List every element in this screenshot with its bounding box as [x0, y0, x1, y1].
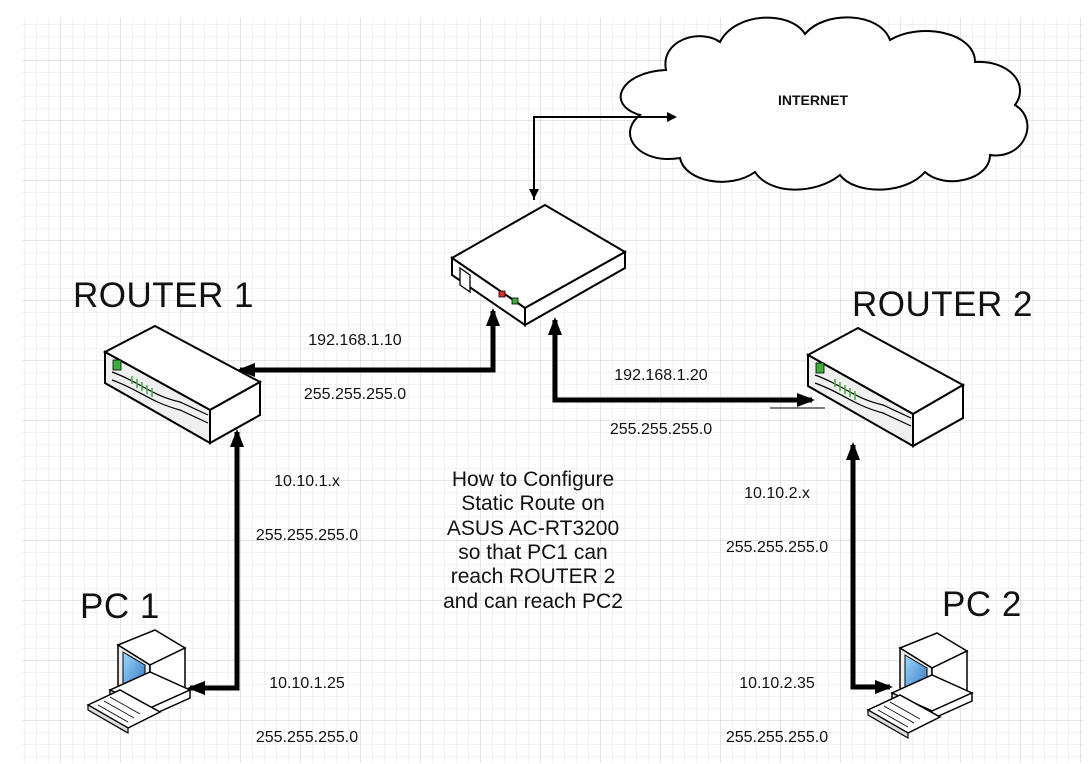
router2-wan-mask: 255.255.255.0	[609, 420, 713, 438]
link-modem-router2	[548, 317, 825, 409]
internet-label: INTERNET	[778, 92, 848, 108]
router1-wan-ip: 192.168.1.10	[308, 331, 402, 349]
router1-lan-address: 10.10.1.x 255.255.255.0	[242, 437, 372, 562]
pc2-mask: 255.255.255.0	[725, 728, 829, 746]
router2-lan-ip: 10.10.2.x	[744, 484, 810, 502]
router1-wan-address: 192.168.1.10 255.255.255.0	[290, 296, 420, 421]
router1-label: ROUTER 1	[73, 276, 254, 315]
link-router2-pc2	[846, 442, 893, 694]
diagram-caption: How to Configure Static Route on ASUS AC…	[443, 468, 623, 613]
router1-lan-mask: 255.255.255.0	[255, 526, 359, 544]
router2-wan-ip: 192.168.1.20	[614, 366, 708, 384]
router2-lan-mask: 255.255.255.0	[725, 538, 829, 556]
router2-lan-address: 10.10.2.x 255.255.255.0	[712, 449, 842, 574]
modem-icon	[450, 203, 628, 327]
pc1-mask: 255.255.255.0	[255, 728, 359, 746]
router-icon	[805, 326, 966, 448]
pc2-address: 10.10.2.35 255.255.255.0	[712, 639, 842, 764]
pc1-address: 10.10.1.25 255.255.255.0	[242, 639, 372, 764]
link-modem-router1	[237, 308, 500, 377]
cloud-icon	[619, 16, 1029, 191]
pc1-label: PC 1	[80, 587, 160, 626]
router2-wan-address: 192.168.1.20 255.255.255.0	[596, 331, 726, 456]
pc1-ip: 10.10.1.25	[269, 674, 345, 692]
router1-wan-mask: 255.255.255.0	[303, 385, 407, 403]
desktop-pc-icon	[86, 629, 192, 735]
router-icon	[102, 324, 263, 445]
desktop-pc-icon	[866, 632, 974, 740]
router1-lan-ip: 10.10.1.x	[274, 472, 340, 490]
link-router1-pc1	[187, 429, 244, 695]
pc2-ip: 10.10.2.35	[739, 674, 815, 692]
pc2-label: PC 2	[942, 585, 1022, 624]
router2-label: ROUTER 2	[852, 285, 1033, 324]
internet-connector	[529, 112, 677, 200]
